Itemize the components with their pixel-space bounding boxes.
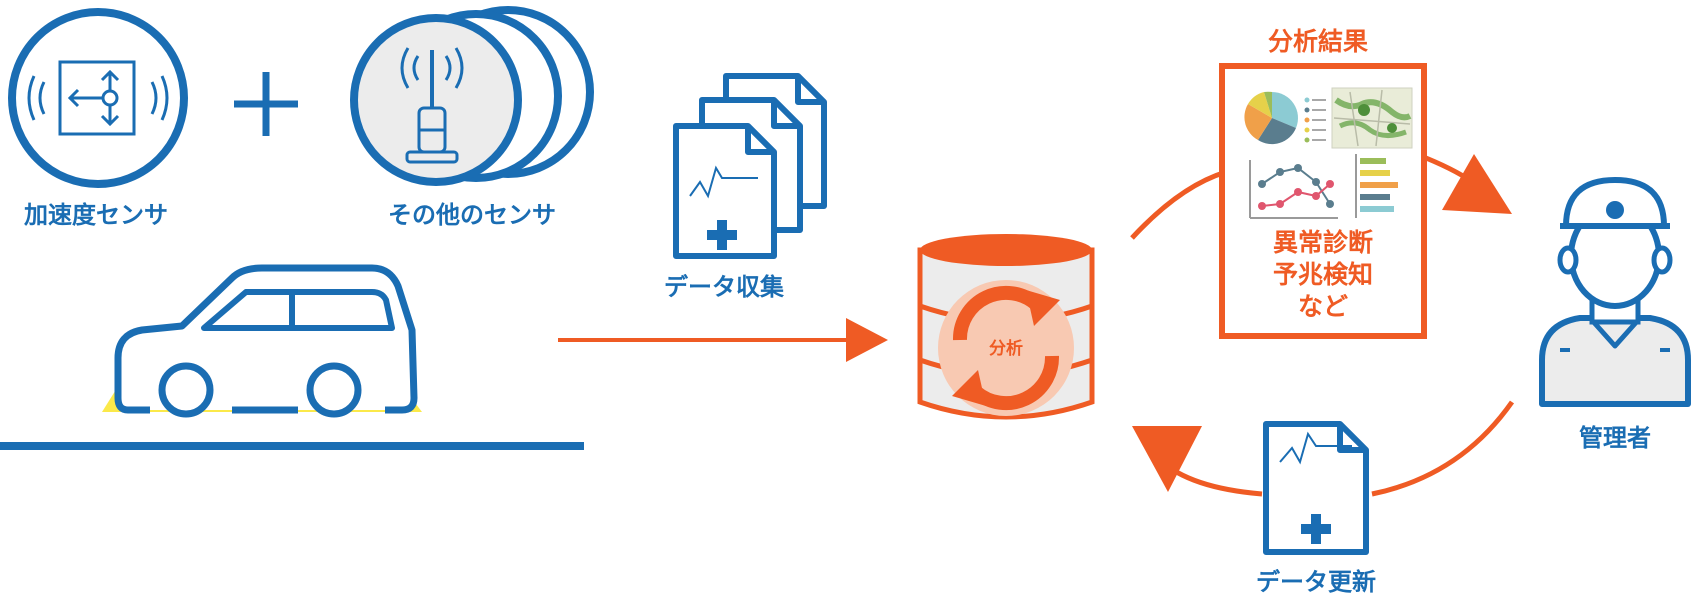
car-icon xyxy=(0,264,584,450)
bar-chart-icon xyxy=(1355,154,1398,218)
manager-label: 管理者 xyxy=(1579,424,1651,452)
documents-icon xyxy=(673,73,827,259)
db-center-label: 分析 xyxy=(989,338,1023,359)
document-icon xyxy=(1263,421,1369,555)
analysis-result-label: 分析結果 xyxy=(1268,27,1368,56)
result-line-2: 予兆検知 xyxy=(1273,260,1373,289)
result-line-1: 異常診断 xyxy=(1273,228,1373,257)
result-line-3: など xyxy=(1298,292,1348,321)
antenna-sensor-icon xyxy=(350,6,594,186)
pie-chart-icon xyxy=(1244,91,1326,145)
data-update-label: データ更新 xyxy=(1256,568,1376,596)
cycle-arrows xyxy=(1130,154,1515,497)
accelerometer-icon xyxy=(8,8,188,188)
refresh-icon xyxy=(952,285,1060,411)
database-icon xyxy=(917,234,1095,420)
arrow-to-database xyxy=(558,318,888,362)
map-thumbnail-icon xyxy=(1331,87,1413,149)
data-collection-label: データ収集 xyxy=(664,273,785,301)
plus-icon xyxy=(234,72,298,136)
worker-helmet-icon xyxy=(1539,177,1691,407)
line-chart-icon xyxy=(1249,160,1338,219)
other-sensor-label: その他のセンサ xyxy=(388,201,556,229)
accel-sensor-label: 加速度センサ xyxy=(24,201,168,229)
